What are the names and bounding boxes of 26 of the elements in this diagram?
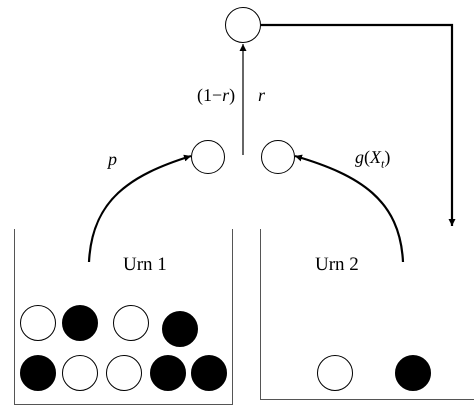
edge-label: g(X$_{t}$) (355, 148, 390, 170)
urn-label: Urn 1 (123, 254, 167, 276)
edge-label: p (108, 150, 117, 168)
urn-label: Urn 2 (315, 254, 359, 276)
arrow (261, 24, 456, 226)
filled-ball (62, 305, 98, 341)
state-circle (261, 140, 295, 174)
hollow-ball (113, 305, 149, 341)
state-circle (191, 140, 225, 174)
arrow (294, 154, 404, 262)
hollow-ball (317, 355, 353, 391)
arrow (240, 44, 246, 155)
filled-ball (162, 311, 198, 347)
urn-container (14, 229, 233, 405)
filled-ball (191, 355, 227, 391)
edge-label: (1−r) (197, 86, 236, 104)
filled-ball (20, 355, 56, 391)
state-circle (225, 7, 261, 43)
urn-container (260, 229, 474, 400)
hollow-ball (106, 355, 142, 391)
edge-label: r (258, 86, 266, 104)
arrow (88, 154, 192, 262)
filled-ball (395, 355, 431, 391)
filled-ball (150, 355, 186, 391)
hollow-ball (20, 305, 56, 341)
hollow-ball (62, 355, 98, 391)
